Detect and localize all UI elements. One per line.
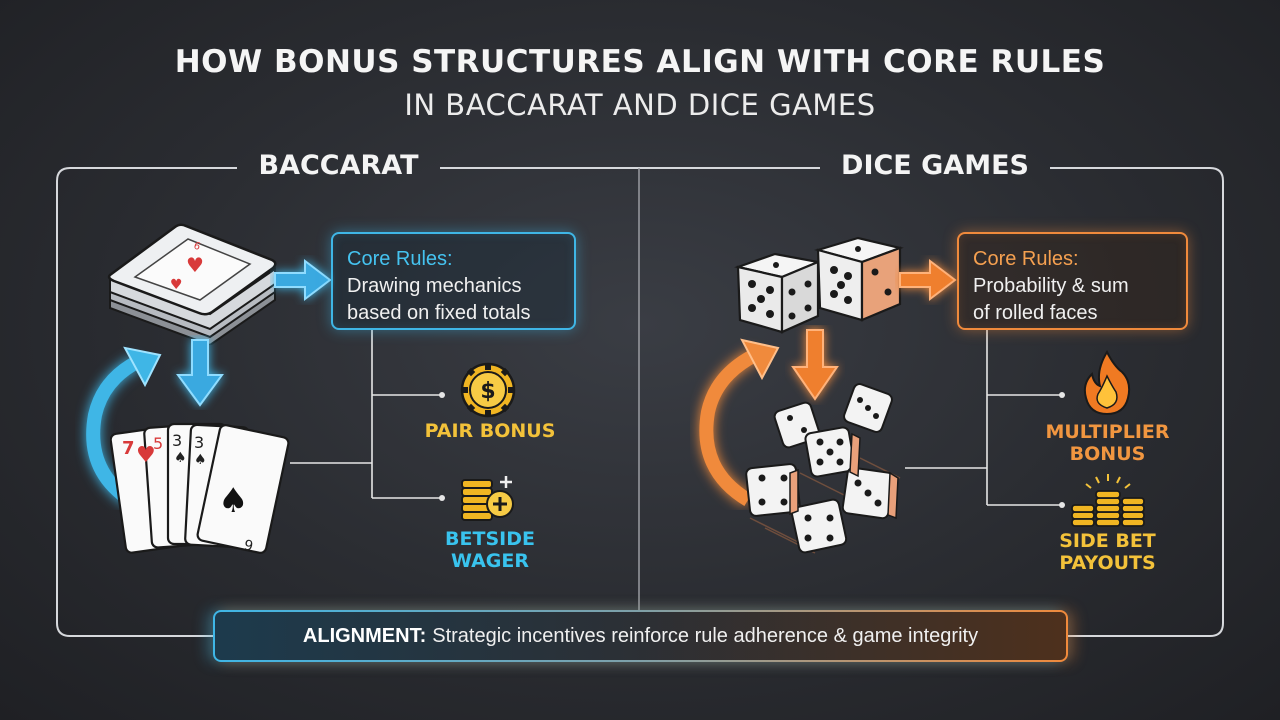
svg-text:♠: ♠ (174, 450, 187, 466)
svg-text:♠: ♠ (194, 452, 207, 468)
card-deck-icon: 6 ♥ ♥ (107, 223, 277, 345)
page-subtitle: IN BACCARAT AND DICE GAMES (404, 88, 876, 122)
betside-wager-line2: WAGER (450, 550, 529, 572)
card-rank-1: 7 (122, 438, 135, 459)
betside-wager-line1: BETSIDE (445, 528, 535, 550)
svg-text:6: 6 (192, 240, 202, 253)
card-rank-5: 9 (242, 537, 254, 555)
arrow-right-orange-icon (899, 258, 957, 302)
curved-arrow-orange-icon (699, 338, 780, 507)
dice-core-rules-title: Core Rules: (973, 248, 1079, 270)
dice-pair-icon (734, 236, 904, 334)
arrow-right-icon (274, 258, 332, 302)
baccarat-core-rules-line2: based on fixed totals (347, 302, 531, 324)
alignment-text: Strategic incentives reinforce rule adhe… (432, 624, 979, 647)
dice-heading: DICE GAMES (841, 150, 1029, 181)
betside-wager-label: BETSIDE WAGER (420, 528, 560, 572)
dice-core-rules-box: Core Rules: Probability & sum of rolled … (957, 232, 1188, 330)
baccarat-heading: BACCARAT (258, 150, 419, 181)
card-rank-4: 3 (194, 433, 204, 452)
dice-core-rules-line2: of rolled faces (973, 302, 1098, 324)
alignment-banner: ALIGNMENT: Strategic incentives reinforc… (213, 610, 1068, 662)
multiplier-bonus-label: MULTIPLIER BONUS (1035, 421, 1180, 465)
coin-stack-plus-icon (461, 476, 514, 521)
arrow-down-orange-icon (791, 329, 839, 401)
card-hand-icon: 7 ♥ 5 3 ♠ 3 ♠ ♠ 9 (110, 422, 290, 555)
svg-text:$: $ (480, 379, 495, 404)
svg-text:♥: ♥ (170, 277, 183, 293)
arrow-down-icon (176, 339, 224, 407)
flame-icon (1083, 349, 1131, 416)
dice-core-rules-line1: Probability & sum (973, 275, 1129, 297)
alignment-key: ALIGNMENT: (302, 624, 427, 647)
side-bet-payouts-line2: PAYOUTS (1059, 552, 1156, 574)
page-title: HOW BONUS STRUCTURES ALIGN WITH CORE RUL… (174, 44, 1106, 80)
curved-arrow-icon (86, 346, 162, 506)
svg-text:♥: ♥ (136, 443, 156, 468)
scattered-dice-icon (745, 383, 901, 554)
side-bet-payouts-line1: SIDE BET (1059, 530, 1156, 552)
dollar-chip-icon: $ (460, 362, 516, 418)
svg-text:♠: ♠ (218, 481, 248, 521)
pair-bonus-label: PAIR BONUS (424, 420, 556, 442)
side-bet-payouts-label: SIDE BET PAYOUTS (1035, 530, 1180, 574)
coin-stacks-icon (1071, 474, 1145, 527)
card-rank-2: 5 (153, 434, 163, 453)
svg-text:♥: ♥ (186, 253, 204, 277)
multiplier-bonus-line2: BONUS (1069, 443, 1146, 465)
baccarat-core-rules-box: Core Rules: Drawing mechanics based on f… (331, 232, 576, 330)
baccarat-core-rules-line1: Drawing mechanics (347, 275, 522, 297)
multiplier-bonus-line1: MULTIPLIER (1045, 421, 1170, 443)
card-rank-3: 3 (172, 431, 182, 450)
baccarat-core-rules-title: Core Rules: (347, 248, 453, 270)
